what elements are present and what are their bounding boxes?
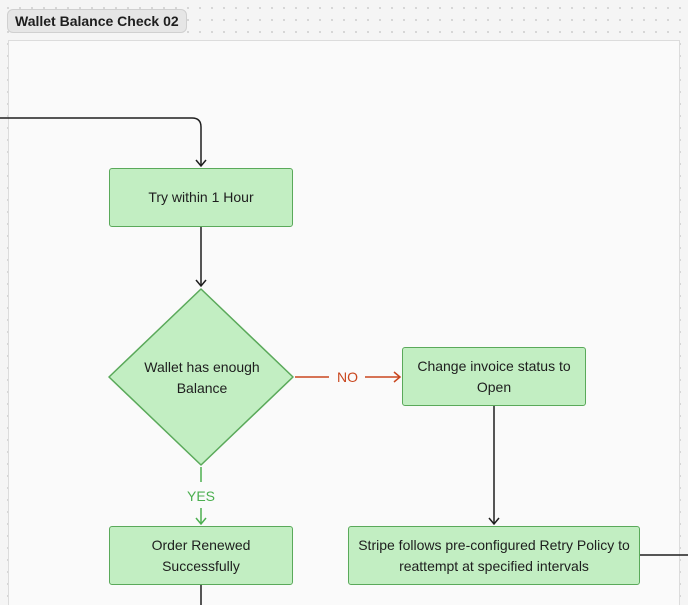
arrowhead-no bbox=[393, 371, 402, 383]
arrowhead-stripe bbox=[488, 517, 500, 526]
edge-label-no: NO bbox=[335, 369, 360, 385]
node-change-invoice[interactable]: Change invoice status to Open bbox=[402, 347, 586, 406]
decision-label: Wallet has enough Balance bbox=[140, 340, 264, 416]
node-change-invoice-label: Change invoice status to Open bbox=[417, 357, 571, 395]
node-stripe-retry[interactable]: Stripe follows pre-configured Retry Poli… bbox=[348, 526, 640, 585]
frame-title[interactable]: Wallet Balance Check 02 bbox=[7, 9, 187, 33]
node-try-within[interactable]: Try within 1 Hour bbox=[109, 168, 293, 227]
node-try-within-label: Try within 1 Hour bbox=[148, 189, 254, 205]
node-stripe-retry-label: Stripe follows pre-configured Retry Poli… bbox=[358, 536, 630, 574]
connector-incoming-try bbox=[0, 117, 202, 165]
decision-label-text: Wallet has enough Balance bbox=[144, 359, 260, 396]
arrowhead-decision bbox=[195, 279, 207, 288]
edge-label-yes: YES bbox=[185, 488, 218, 504]
arrowhead-yes bbox=[195, 517, 207, 526]
node-order-renewed-label: Order Renewed Successfully bbox=[151, 536, 251, 574]
decision-diamond[interactable] bbox=[108, 288, 294, 466]
node-order-renewed[interactable]: Order Renewed Successfully bbox=[109, 526, 293, 585]
arrowhead-try bbox=[195, 159, 207, 168]
canvas[interactable] bbox=[8, 40, 680, 605]
